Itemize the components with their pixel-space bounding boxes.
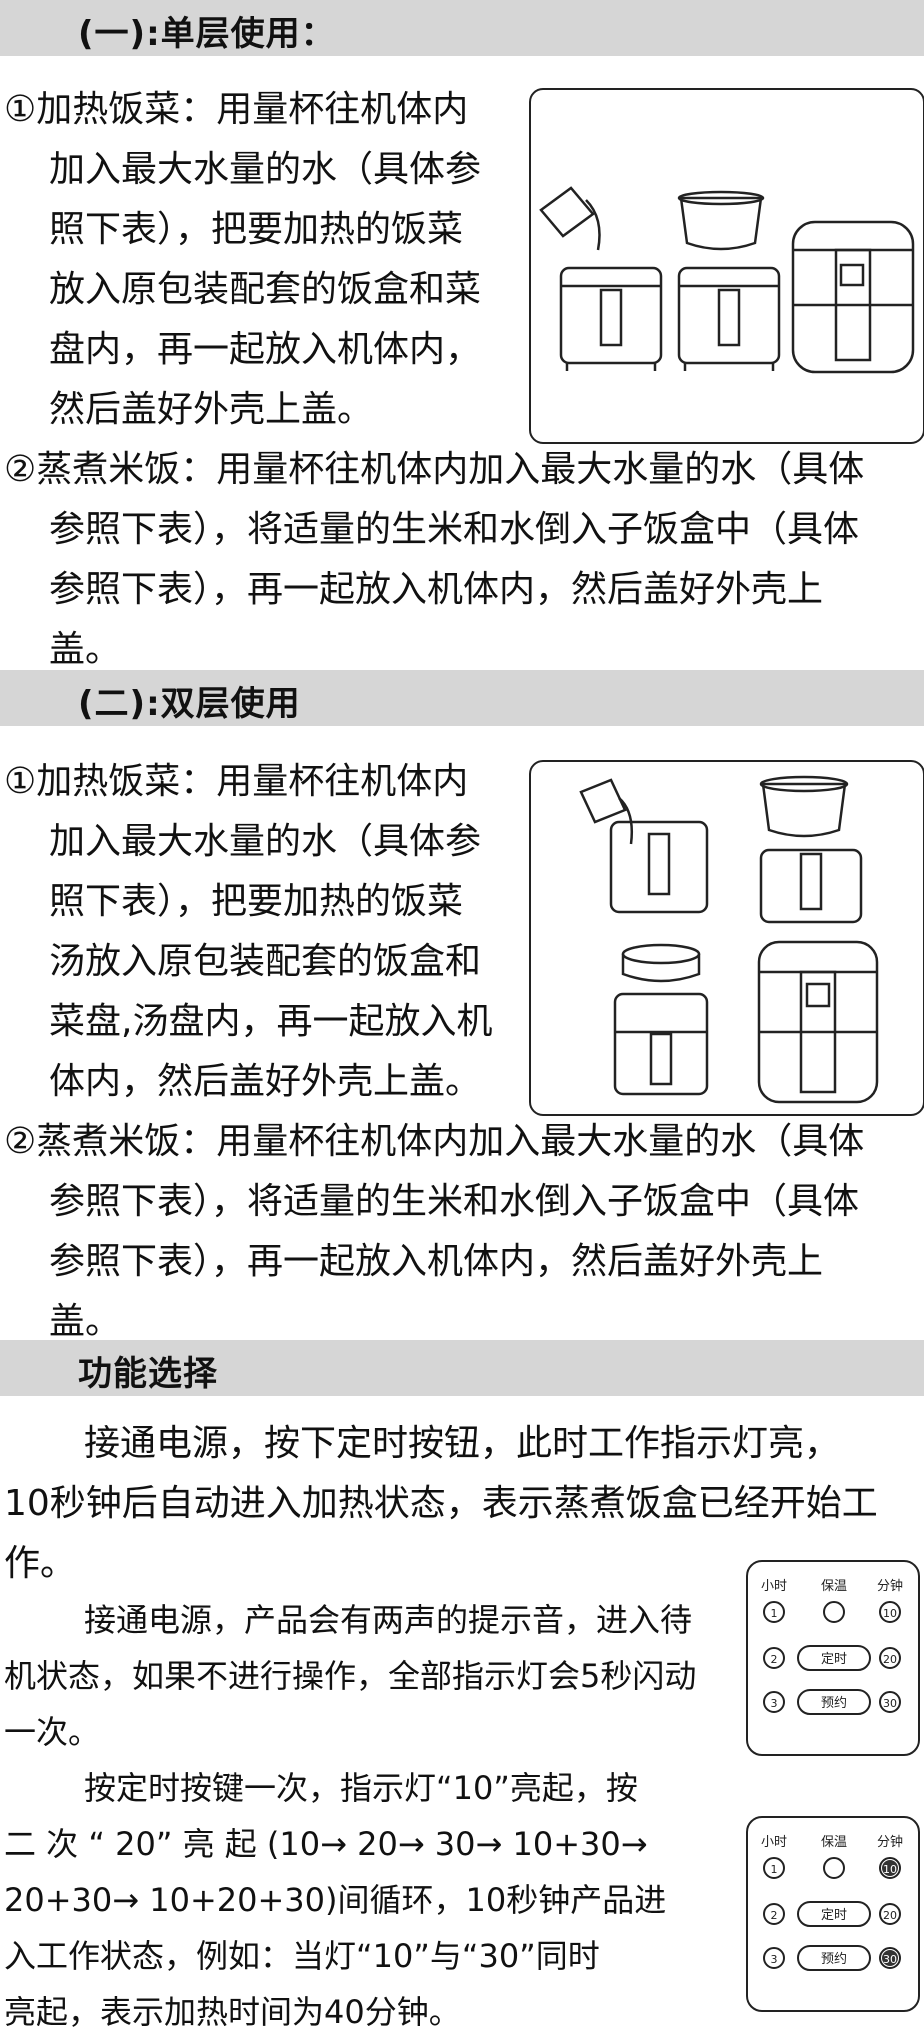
text-line: 10秒钟后自动进入加热状态，表示蒸煮饭盒已经开始工: [4, 1483, 878, 1524]
steamer-base-icon: [613, 992, 709, 1096]
text-line: 接通电源，产品会有两声的提示音，进入待: [84, 1601, 693, 1639]
indicator-10-lit: [879, 1857, 901, 1879]
num-label: 1: [771, 1607, 778, 1620]
double-layer-illustration: [529, 760, 924, 1116]
steamer-base-icon: [559, 266, 663, 365]
indicator-30-lit: [879, 1947, 901, 1969]
measuring-cup-icon: [539, 186, 595, 238]
text-line: 参照下表），将适量的生米和水倒入子饭盒中（具体: [49, 509, 860, 550]
steamer-base-icon: [759, 848, 863, 924]
text-line: 照下表），把要加热的饭菜: [49, 881, 464, 922]
double-item1: ①加热饭菜：用量杯往机体内 加入最大水量的水（具体参 照下表），把要加热的饭菜 …: [4, 752, 492, 1112]
num-label: 10: [883, 1863, 897, 1876]
assembled-steamer-icon: [757, 940, 879, 1104]
text-line: 参照下表），再一起放入机体内，然后盖好外壳上: [49, 1241, 824, 1282]
num-label: 20: [883, 1653, 897, 1666]
text-line: 一次。: [4, 1713, 101, 1751]
indicator-1: [763, 1601, 785, 1623]
num-label: 2: [771, 1909, 778, 1922]
section-heading-double: (二):双层使用: [0, 670, 924, 726]
text-line: 接通电源，按下定时按钮，此时工作指示灯亮，: [84, 1423, 841, 1464]
indicator-20: [879, 1647, 901, 1669]
reserve-label: 预约: [821, 1696, 847, 1711]
section-heading-functions: 功能选择: [0, 1340, 924, 1396]
text-line: 作。: [4, 1543, 77, 1584]
heading-text: (一):单层使用：: [78, 14, 336, 54]
num-label: 3: [771, 1697, 778, 1710]
text-line: 放入原包装配套的饭盒和菜: [49, 269, 482, 310]
text-line: 加入最大水量的水（具体参: [49, 821, 482, 862]
label-keep-warm: 保温: [821, 1835, 847, 1850]
single-layer-illustration: [529, 88, 924, 444]
reserve-button: [797, 1689, 871, 1715]
text-line: ①加热饭菜：用量杯往机体内: [4, 89, 469, 130]
text-line: 加入最大水量的水（具体参: [49, 149, 482, 190]
text-line: 参照下表），将适量的生米和水倒入子饭盒中（具体: [49, 1181, 860, 1222]
text-line: 体内，然后盖好外壳上盖。: [49, 1061, 482, 1102]
text-line: ②蒸煮米饭：用量杯往机体内加入最大水量的水（具体: [4, 449, 865, 490]
rice-bowl-icon: [679, 196, 763, 251]
num-label: 2: [771, 1653, 778, 1666]
text-line: 二 次 “ 20” 亮 起 (10→ 20→ 30→ 10+30→: [4, 1825, 648, 1863]
control-panel-standby: 小时 保温 分钟 1 10 2 定时 20 3 预约 30: [746, 1560, 920, 1756]
text-line: 入工作状态，例如：当灯“10”与“30”同时: [4, 1937, 600, 1975]
text-line: 盘内，再一起放入机体内，: [49, 329, 482, 370]
heading-text: (二):双层使用: [78, 684, 301, 724]
text-line: 照下表），把要加热的饭菜: [49, 209, 464, 250]
text-line: ②蒸煮米饭：用量杯往机体内加入最大水量的水（具体: [4, 1121, 865, 1162]
label-hours: 小时: [761, 1835, 787, 1850]
timer-button: [797, 1645, 871, 1671]
text-line: 菜盘,汤盘内，再一起放入机: [49, 1001, 493, 1042]
function-p1: 接通电源，按下定时按钮，此时工作指示灯亮， 10秒钟后自动进入加热状态，表示蒸煮…: [4, 1414, 922, 1594]
indicator-30: [879, 1691, 901, 1713]
section-heading-single: (一):单层使用：: [0, 0, 924, 56]
num-label: 3: [771, 1953, 778, 1966]
measuring-cup-icon: [579, 778, 627, 824]
text-line: 亮起，表示加热时间为40分钟。: [4, 1993, 461, 2031]
soup-ring-icon: [621, 943, 701, 965]
text-line: 机状态，如果不进行操作，全部指示灯会5秒闪动: [4, 1657, 697, 1695]
indicator-3: [763, 1691, 785, 1713]
double-item2: ②蒸煮米饭：用量杯往机体内加入最大水量的水（具体 参照下表），将适量的生米和水倒…: [4, 1112, 922, 1352]
indicator-10: [879, 1601, 901, 1623]
num-label: 20: [883, 1909, 897, 1922]
steamer-base-icon: [677, 266, 781, 365]
label-minutes: 分钟: [877, 1578, 903, 1594]
indicator-2: [763, 1647, 785, 1669]
assembled-steamer-icon: [791, 220, 915, 374]
num-label: 30: [883, 1697, 897, 1710]
control-panel-timer: 小时 保温 分钟 1 10 2 定时 20 3 预约 30: [746, 1816, 920, 2012]
text-line: 汤放入原包装配套的饭盒和: [49, 941, 482, 982]
heading-text: 功能选择: [78, 1354, 218, 1394]
text-line: ①加热饭菜：用量杯往机体内: [4, 761, 469, 802]
text-line: 盖。: [49, 629, 122, 670]
timer-label: 定时: [821, 1908, 847, 1923]
function-p2: 接通电源，产品会有两声的提示音，进入待 机状态，如果不进行操作，全部指示灯会5秒…: [4, 1592, 734, 1760]
rice-bowl-icon: [761, 782, 847, 838]
num-label: 30: [883, 1953, 897, 1966]
text-line: 盖。: [49, 1301, 122, 1342]
text-line: 20+30→ 10+20+30)间循环，10秒钟产品进: [4, 1881, 667, 1919]
label-hours: 小时: [761, 1579, 787, 1594]
label-minutes: 分钟: [877, 1834, 903, 1850]
text-line: 按定时按键一次，指示灯“10”亮起，按: [84, 1769, 638, 1807]
keep-warm-indicator: [823, 1601, 845, 1623]
num-label: 10: [883, 1607, 897, 1620]
text-line: 然后盖好外壳上盖。: [49, 389, 374, 430]
single-item2: ②蒸煮米饭：用量杯往机体内加入最大水量的水（具体 参照下表），将适量的生米和水倒…: [4, 440, 922, 680]
label-keep-warm: 保温: [821, 1579, 847, 1594]
num-label: 1: [771, 1863, 778, 1876]
single-item1: ①加热饭菜：用量杯往机体内 加入最大水量的水（具体参 照下表），把要加热的饭菜 …: [4, 80, 481, 440]
steamer-base-icon: [609, 820, 709, 914]
timer-label: 定时: [821, 1652, 847, 1667]
function-p3: 按定时按键一次，指示灯“10”亮起，按 二 次 “ 20” 亮 起 (10→ 2…: [4, 1760, 732, 2040]
reserve-label: 预约: [821, 1952, 847, 1967]
text-line: 参照下表），再一起放入机体内，然后盖好外壳上: [49, 569, 824, 610]
